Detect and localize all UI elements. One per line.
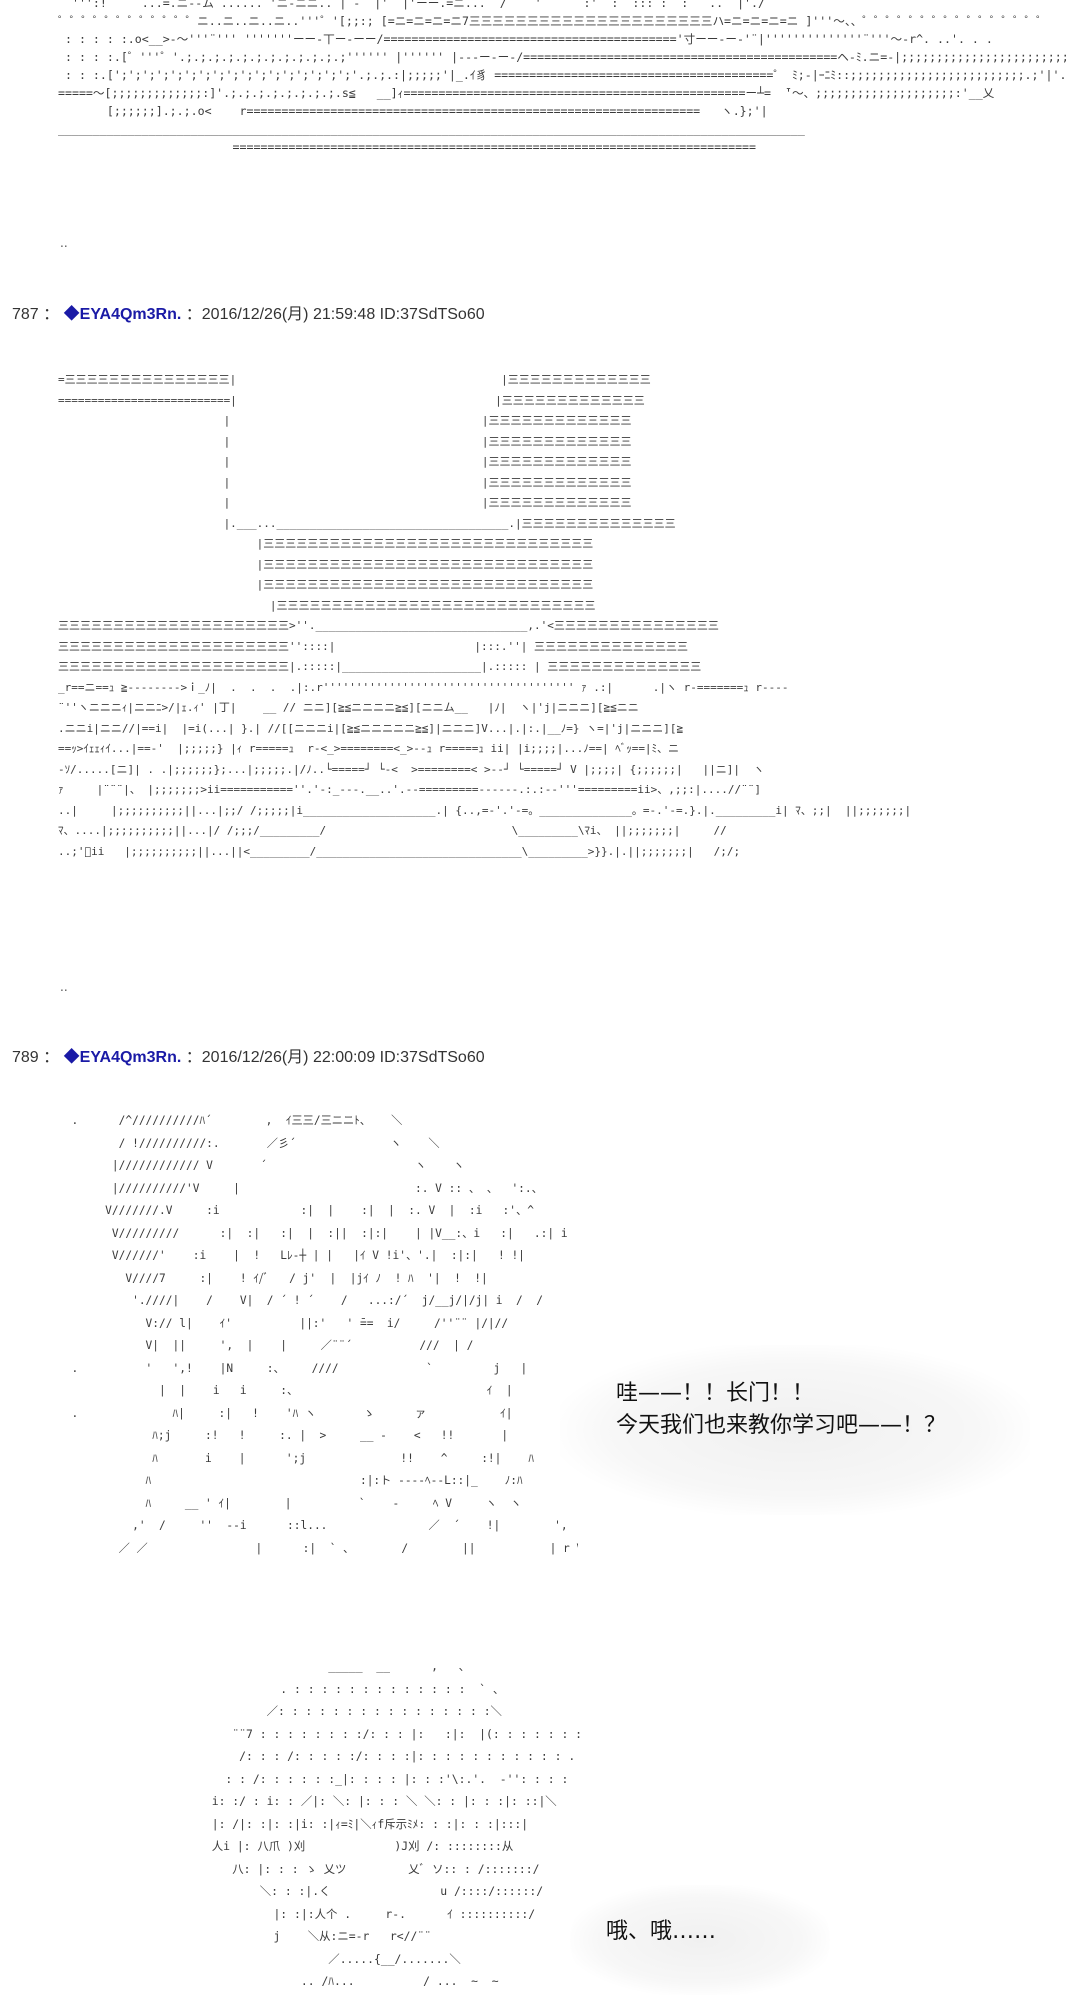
- art-line: |三三三三三三三三三三三三三三三三三三三三三三三三三三三三三: [58, 598, 596, 612]
- art-line: . /^//////////ﾊ´ , ｲ三三/三ニニﾄ、 ＼: [58, 1114, 403, 1127]
- art-line: 三三三三三三三三三三三三三三三三三三三三三>''._______________…: [58, 619, 719, 632]
- art-line: ﾊ i | ';j !! ^ :!| ﾊ: [58, 1451, 534, 1465]
- speech-bubble: [560, 1345, 1030, 1515]
- ascii-art-787: =三三三三三三三三三三三三三三三| |三三三三三三三三三三三三三 ========…: [58, 370, 1068, 925]
- art-line: ﾊ;j :! ! :. | > __ - < !! |: [58, 1429, 509, 1442]
- ascii-art-789-character: . /^//////////ﾊ´ , ｲ三三/三ニニﾄ、 ＼ / !//////…: [58, 1110, 578, 1570]
- post-date: ：2016/12/26(月) 21:59:48 ID:37SdTSo60: [185, 306, 485, 323]
- post-number[interactable]: 787: [12, 306, 39, 323]
- post-header-789: 789 ： ◆EYA4Qm3Rn. ：2016/12/26(月) 22:00:0…: [12, 1043, 485, 1067]
- trip-diamond-icon: ◆: [63, 306, 80, 323]
- art-line: 三三三三三三三三三三三三三三三三三三三三三|.:::::|___________…: [58, 660, 702, 673]
- art-line: _____ __ , 、: [150, 1659, 470, 1673]
- art-line: ¨¨7 : : : : : : : :/: : : |: :|: |(: : :…: [150, 1726, 590, 1741]
- separator-dots: ..: [60, 980, 68, 994]
- ascii-art-789-nagato: _____ __ , 、 . : : : : : : : : : : : : :…: [150, 1655, 590, 2000]
- art-line: ﾏ、....|;;;;;;;;;;||...|/ /;;;/_________/…: [58, 824, 727, 837]
- art-line: ｧ |¨¨¨|、 |;;;;;;;>ii===========''.'-:_--…: [58, 783, 762, 796]
- art-line: V//////' :i | ! Lﾚ-┼ | | |ｲ V !i'、'.| :|…: [58, 1249, 525, 1262]
- speech-bubble: [570, 1885, 830, 1995]
- art-line: [;;;;;;].;.;.o< r=======================…: [58, 104, 768, 118]
- art-line: V////7 :| ! ｲ/ﾞ / j' | |jｲ ﾉ ! ﾊ '| ! !|: [58, 1271, 488, 1285]
- speech-line: 今天我们也来教你学习吧——！？: [616, 1413, 947, 1438]
- art-line: ﾊ :|:ト ----ﾍ--L::|_ ﾉ:ﾊ: [58, 1474, 523, 1487]
- post-separator: ：: [43, 306, 60, 323]
- art-line: |//////////'V | :. V :: 、 、 ':.、: [58, 1181, 543, 1195]
- post-date: ：2016/12/26(月) 22:00:09 ID:37SdTSo60: [185, 1049, 485, 1066]
- speech-text-2: 哦、哦……: [606, 1916, 716, 1948]
- art-line: . ﾊ| :| ! 'ﾊ ヽ ゝ ァ ｲ|: [58, 1406, 513, 1420]
- art-line: . : : : : : : : : : : : : : ` 、: [150, 1681, 505, 1696]
- art-line: ==========================| |三三三三三三三三三三三…: [58, 393, 645, 407]
- speech-text-1: 哇——！！长门！！ 今天我们也来教你学习吧——！？: [616, 1378, 946, 1442]
- art-line: =====〜[;;;;;;;;;;;;;:]'.;.;.;.;.;.;.;.;.…: [58, 86, 995, 100]
- art-line: ¨''ヽニニニｨ|ニニﾆ>/|ｪ.ｨ' |丁| __ // ニニ][≧≦ニニニニ…: [58, 701, 639, 714]
- art-line: ==ｯ>ｲｪｪｨｲ...|==-' |;;;;;} |ｨ r=====ｭ r-<…: [58, 742, 680, 755]
- poster-name: EYA4Qm3Rn.: [79, 306, 182, 323]
- art-line: 人i |: 八爪 )刈 )J刈 /: ::::::::从: [150, 1839, 514, 1853]
- art-line: ／ ／ | :| ` 、 / || | r V: [58, 1541, 578, 1555]
- art-line: .. /ﾊ... / ... ~ ~: [150, 1974, 499, 1988]
- speech-line: 哦、哦……: [606, 1919, 717, 1944]
- art-line: V| || ', | | ／¨¨´ /// | /: [58, 1339, 474, 1352]
- art-line: /: : : /: : : : :/: : : :|: : : : : : : …: [150, 1749, 576, 1763]
- art-line: ..| |;;;;;;;;;;||...|;;/ /;;;;;|i_______…: [58, 803, 912, 817]
- art-line: . ' ',! |N :、 //// ` j |: [58, 1361, 528, 1375]
- art-line: |.___...________________________________…: [58, 516, 676, 530]
- art-line: V///////.V :i :| | :| | :. V | :i :'、^: [58, 1204, 534, 1217]
- post-separator: ：: [43, 1049, 60, 1066]
- art-line: |三三三三三三三三三三三三三三三三三三三三三三三三三三三三三三: [58, 578, 594, 591]
- art-line: | |三三三三三三三三三三三三三: [58, 475, 632, 489]
- art-line: |//////////// V ´ ヽ ヽ: [58, 1159, 465, 1172]
- art-line: ========================================…: [58, 140, 757, 154]
- art-line: =三三三三三三三三三三三三三三三| |三三三三三三三三三三三三三: [58, 373, 651, 386]
- art-line: | |三三三三三三三三三三三三三: [58, 434, 632, 448]
- speech-line: 哇——！！长门！！: [616, 1381, 815, 1406]
- art-line: ゜゜゜゜゜゜゜゜゜゜゜゜ニ..ニ..ニ..ニ..'''゜'[;;:; [=ニ=ニ…: [58, 14, 1048, 28]
- art-line: : : : : :.o<__>-〜'''¨''' '''''''ーー-丅ー-ーー…: [58, 32, 993, 46]
- art-line: |三三三三三三三三三三三三三三三三三三三三三三三三三三三三三三: [58, 557, 594, 571]
- art-line: |三三三三三三三三三三三三三三三三三三三三三三三三三三三三三三: [58, 537, 594, 550]
- poster-name: EYA4Qm3Rn.: [79, 1049, 182, 1066]
- art-line: './///| / V| / ´ ! ´ / ...:/´ j/__j/|/j|…: [58, 1294, 543, 1307]
- post-header-787: 787 ： ◆EYA4Qm3Rn. ：2016/12/26(月) 21:59:4…: [12, 300, 485, 324]
- art-line: | |三三三三三三三三三三三三三: [58, 455, 632, 468]
- post-number[interactable]: 789: [12, 1049, 39, 1066]
- top-ascii-art: ''':! ...=.ニ--ム ...... 'ニ-ニニ.. | - |' |'…: [58, 0, 1068, 164]
- art-line: .ニニi|ニニ//|==i| |=i(...| }.| //[[ニニニi|[≧≦…: [58, 721, 684, 735]
- art-line: -ｿ/.....[ニ]| . .|;;;;;;};...|;;;;;.|/ﾉ..…: [58, 762, 765, 776]
- art-line: : : : :.[゜'''゜'.;.;.;.;.;.;.;.;.;.;.;.;'…: [58, 50, 1068, 64]
- art-line: ／: : : : : : : : : : : : : : : :＼: [150, 1704, 502, 1718]
- art-line: : : :.[';';';';';';';';';';';';';';';';'…: [58, 68, 1068, 82]
- art-line: j ＼从:ニ=-r r<//¨¨: [150, 1929, 432, 1943]
- art-line: |: /|: :|: :|i: :|ｨ=ﾐ|＼ｨf斥示ﾐﾒ: : :|: : :…: [150, 1816, 529, 1831]
- art-line: |: :|:人个 . r-. ｲ ::::::::::/: [150, 1906, 536, 1921]
- art-line: ／.....{__/.......＼: [150, 1951, 461, 1966]
- art-line: / !//////////:. ／彡´ ヽ ＼: [58, 1136, 440, 1150]
- art-line: | | i i :、 ｲ |: [58, 1384, 513, 1397]
- art-line: 八: |: : : ゝ 乂ツ 乂ﾞ ソ:: : /:::::::/: [150, 1861, 540, 1876]
- art-line: ________________________________________…: [58, 122, 805, 136]
- art-line: i: :/ : i: : ／|: ＼: |: : : ＼ ＼: : |: : :…: [150, 1794, 557, 1808]
- separator-dots: ..: [60, 236, 68, 250]
- art-line: _r==ニ==ｭ ≧-------->ｉ_ﾉ| . . . .|:.r'''''…: [58, 680, 789, 694]
- art-line: : : /: : : : : :_|: : : : |: : :'\:.'. -…: [150, 1771, 569, 1786]
- art-line: | |三三三三三三三三三三三三三: [58, 496, 632, 509]
- trip-diamond-icon: ◆: [63, 1049, 80, 1066]
- art-line: ＼: : :|.く u /::::/::::::/: [150, 1884, 544, 1898]
- art-line: V:// l| ｲ' ||:' ' ̄== i/ /''¨¨ |/|//: [58, 1316, 509, 1330]
- art-line: ﾊ __ ' ｲ| | ` - ﾍ V ヽ ヽ: [58, 1496, 522, 1510]
- art-line: | |三三三三三三三三三三三三三: [58, 414, 632, 427]
- art-line: 三三三三三三三三三三三三三三三三三三三三三''::::| |:::.''| 三三…: [58, 639, 689, 653]
- art-line: ''':! ...=.ニ--ム ...... 'ニ-ニニ.. | - |' |'…: [58, 0, 765, 10]
- art-line: ..;'ﾞii |;;;;;;;;;;||...||<_________/___…: [58, 844, 741, 858]
- art-line: ,' / '' --i ::l... ／ ´ !| ', ',: [58, 1519, 578, 1532]
- art-line: V///////// :| :| :| | :|| :|:| | |V__:、i…: [58, 1226, 568, 1240]
